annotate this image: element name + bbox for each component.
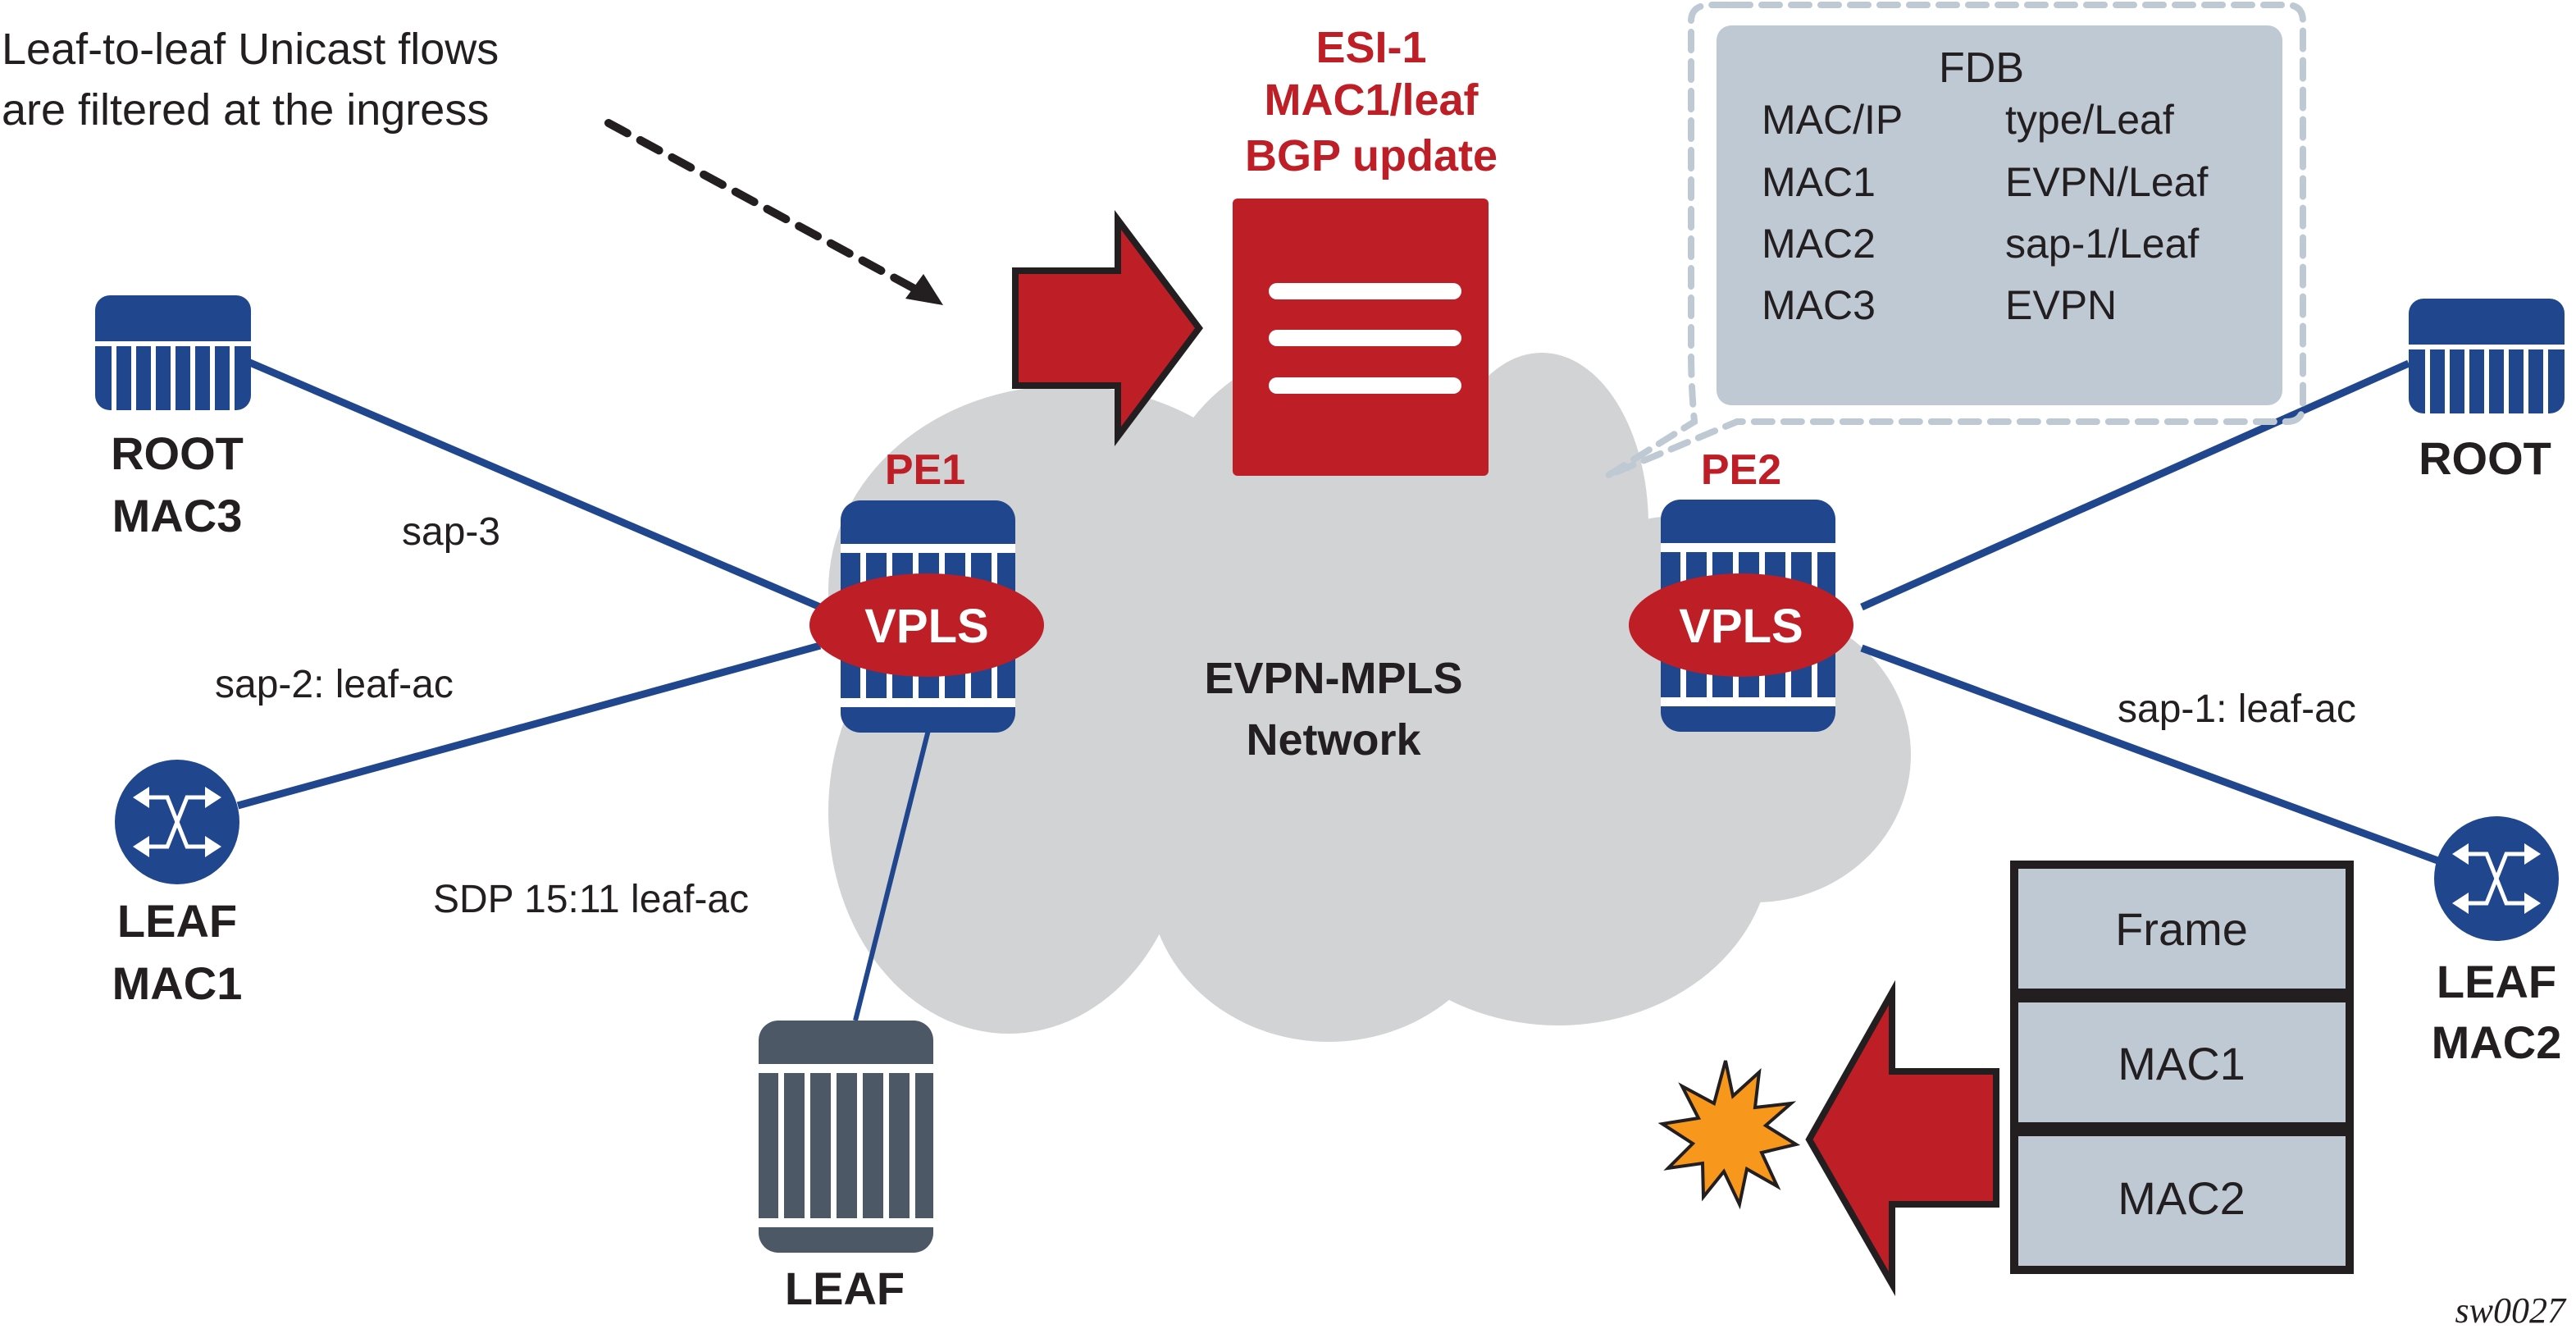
link-label-sap-2: sap-2: leaf-ac bbox=[215, 663, 454, 706]
message-lines-icon bbox=[1269, 283, 1461, 394]
frame-dst-mac: MAC2 bbox=[2118, 1172, 2245, 1224]
leaf-bottom-router-icon[interactable] bbox=[759, 1021, 933, 1253]
leaf-right-mac: MAC2 bbox=[2432, 1016, 2562, 1068]
bgp-update-line-3: BGP update bbox=[1245, 131, 1498, 180]
drop-arrow-icon bbox=[1805, 980, 1999, 1297]
link-sap-1 bbox=[1860, 644, 2442, 865]
pe1-vpls-badge bbox=[809, 573, 1044, 677]
root-right-label: ROOT bbox=[2419, 432, 2551, 484]
link-sdp bbox=[853, 729, 931, 1021]
leaf-left-mac: MAC1 bbox=[112, 957, 243, 1009]
annotation-line-1: Leaf-to-leaf Unicast flows bbox=[2, 25, 499, 74]
figure-id: sw0027 bbox=[2455, 1290, 2567, 1331]
link-label-sdp: SDP 15:11 leaf-ac bbox=[433, 878, 749, 921]
fdb-callout-outline bbox=[1605, 2, 2306, 479]
link-label-sap-3: sap-3 bbox=[402, 510, 500, 554]
fdb-row-type: EVPN/Leaf bbox=[2005, 159, 2208, 205]
bgp-update-arrow-icon bbox=[1012, 210, 1203, 446]
leaf-left-label: LEAF bbox=[117, 895, 237, 947]
annotation-arrow-head-icon bbox=[905, 274, 943, 305]
leaf-right-switch-icon[interactable] bbox=[2434, 816, 2559, 941]
leaf-right-label: LEAF bbox=[2437, 956, 2556, 1007]
fdb-row-mac: MAC2 bbox=[1762, 221, 1876, 267]
fdb-header-type: type/Leaf bbox=[2005, 97, 2174, 143]
link-sap-3 bbox=[244, 357, 822, 611]
links bbox=[236, 357, 2442, 1021]
annotation-line-2: are filtered at the ingress bbox=[2, 85, 489, 135]
network-label-line-1: EVPN-MPLS bbox=[1204, 654, 1462, 703]
network-label-line-2: Network bbox=[1246, 715, 1421, 765]
link-root-right bbox=[1860, 359, 2410, 611]
fdb-row-type: EVPN bbox=[2005, 282, 2117, 328]
fdb-title: FDB bbox=[1939, 44, 2024, 92]
pe1-vpls-label: VPLS bbox=[864, 600, 989, 653]
pe2-label: PE2 bbox=[1701, 446, 1781, 494]
leaf-bottom-label: LEAF bbox=[785, 1263, 905, 1314]
leaf-left-switch-icon[interactable] bbox=[115, 760, 239, 884]
pe1-label: PE1 bbox=[885, 446, 965, 494]
fdb-header-mac: MAC/IP bbox=[1762, 97, 1903, 143]
fdb-table bbox=[1717, 25, 2282, 405]
annotation-dashed-arrow bbox=[604, 119, 931, 299]
root-left-router-icon[interactable] bbox=[95, 295, 251, 412]
bgp-update-line-1: ESI-1 bbox=[1315, 23, 1426, 72]
discard-starburst-icon bbox=[1657, 1060, 1801, 1210]
pe2-vpls-label: VPLS bbox=[1679, 600, 1803, 653]
fdb-row-mac: MAC3 bbox=[1762, 282, 1876, 328]
frame-table bbox=[2010, 861, 2354, 1274]
frame-src-mac: MAC1 bbox=[2118, 1038, 2245, 1089]
pe2-vpls-badge bbox=[1629, 573, 1853, 677]
link-sap-2 bbox=[236, 642, 822, 810]
fdb-row-mac: MAC1 bbox=[1762, 159, 1876, 205]
root-right-router-icon[interactable] bbox=[2409, 299, 2565, 415]
fdb-row-type: sap-1/Leaf bbox=[2005, 221, 2199, 267]
root-left-label: ROOT bbox=[111, 427, 244, 479]
bgp-update-line-2: MAC1/leaf bbox=[1264, 75, 1479, 125]
root-left-mac: MAC3 bbox=[112, 490, 243, 541]
frame-header: Frame bbox=[2115, 903, 2248, 955]
link-label-sap-1: sap-1: leaf-ac bbox=[2118, 687, 2356, 731]
